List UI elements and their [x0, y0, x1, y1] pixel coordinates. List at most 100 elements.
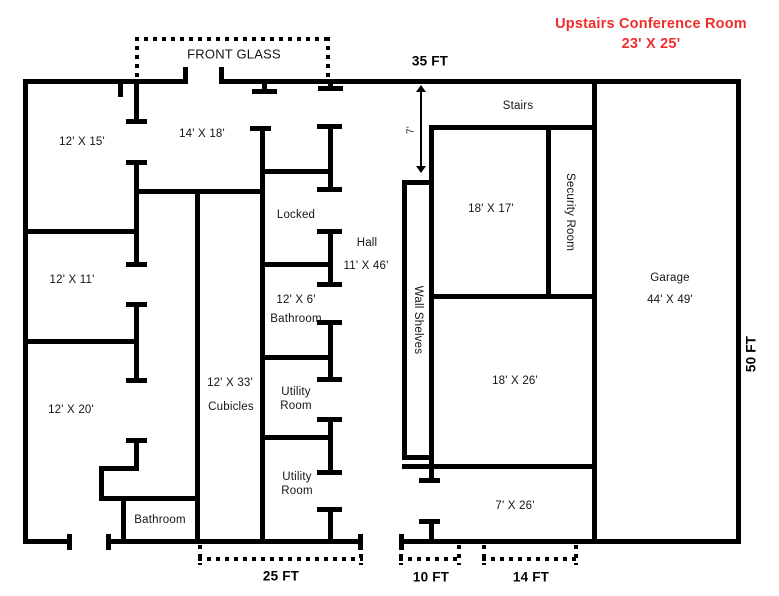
arrow-down-icon: [416, 166, 426, 173]
dimension-line-10ft: [399, 545, 403, 565]
wall-bottom-segment-2: [110, 539, 363, 544]
room-label-7x26: 7' X 26': [495, 500, 535, 512]
dimension-line-25ft: [198, 545, 202, 565]
wall-shelves-left: [402, 180, 407, 460]
door-jamb: [318, 86, 343, 91]
annotation-title: Upstairs Conference Room: [555, 16, 747, 32]
room-label-hall-size: 11' X 46': [343, 260, 389, 272]
dimension-line-10ft: [457, 545, 461, 565]
annotation-size: 23' X 25': [621, 36, 681, 52]
wall-partition: [260, 435, 332, 440]
room-label-locked: Locked: [276, 209, 316, 221]
wall-partition: [429, 522, 434, 542]
arrow-up-icon: [416, 85, 426, 92]
front-glass-dotted-line: [135, 37, 139, 83]
door-jamb: [317, 417, 342, 422]
room-label-utility1-2: Room: [280, 400, 312, 412]
front-glass-dotted-line: [135, 37, 330, 41]
wall-stub: [118, 84, 123, 97]
door-jamb: [219, 67, 224, 84]
door-jamb: [317, 124, 342, 129]
dimension-line-14ft: [574, 545, 578, 565]
wall-partition: [23, 339, 137, 344]
wall-partition: [99, 466, 139, 471]
room-label-garage-size: 44' X 49': [647, 294, 693, 306]
wall-shelves-top: [402, 180, 434, 185]
wall-stairs-bottom: [429, 125, 597, 130]
room-label-12x11: 12' X 11': [49, 274, 95, 286]
wall-cubicles-right: [260, 130, 265, 544]
wall-partition: [134, 305, 139, 382]
wall-top-left-segment: [23, 79, 185, 84]
room-label-utility2-2: Room: [281, 485, 313, 497]
wall-bottom-segment-1: [23, 539, 72, 544]
room-label-14x18: 14' X 18': [179, 128, 225, 140]
door-jamb: [67, 534, 72, 550]
front-glass-dotted-line: [326, 37, 330, 83]
room-label-garage: Garage: [650, 272, 690, 284]
door-jamb: [183, 67, 188, 84]
room-label-cubicles: Cubicles: [208, 401, 254, 413]
wall-partition: [260, 262, 332, 267]
room-label-security: Security Room: [564, 172, 576, 252]
room-label-utility2: Utility: [282, 471, 312, 483]
dimension-label-14ft: 14 FT: [512, 569, 550, 585]
door-jamb: [358, 534, 363, 550]
wall-security-left: [546, 125, 551, 299]
wall-partition: [134, 84, 139, 121]
door-jamb: [126, 262, 147, 267]
room-label-12x6-bathroom: Bathroom: [270, 313, 322, 325]
room-label-18x26: 18' X 26': [492, 375, 538, 387]
room-label-cubicles-size: 12' X 33': [207, 377, 253, 389]
room-label-12x15: 12' X 15': [59, 136, 105, 148]
door-jamb: [126, 160, 147, 165]
door-jamb: [252, 89, 277, 94]
door-jamb: [317, 187, 342, 192]
wall-partition: [429, 125, 434, 180]
wall-partition: [134, 441, 139, 468]
dimension-label-25ft: 25 FT: [262, 568, 300, 584]
door-jamb: [419, 519, 440, 524]
door-jamb: [317, 229, 342, 234]
door-jamb: [317, 320, 342, 325]
wall-partition: [23, 229, 137, 234]
room-label-wall-shelves: Wall Shelves: [412, 285, 424, 355]
room-label-hall: Hall: [356, 237, 378, 249]
door-jamb: [399, 534, 404, 550]
dimension-line-14ft: [482, 557, 578, 561]
dimension-label-7ft: 7': [405, 126, 417, 134]
wall-partition: [99, 466, 104, 500]
dimension-label-50ft: 50 FT: [743, 335, 759, 373]
room-label-12x6: 12' X 6': [276, 294, 316, 306]
door-jamb: [419, 478, 440, 483]
wall-hall-left: [328, 510, 333, 542]
door-jamb: [126, 302, 147, 307]
wall-bottom-segment-3: [399, 539, 741, 544]
front-glass-label: FRONT GLASS: [187, 46, 281, 62]
wall-hall-left: [328, 420, 333, 473]
wall-partition: [429, 294, 597, 299]
door-jamb: [106, 534, 111, 550]
wall-partition: [260, 169, 332, 174]
dimension-line-25ft: [359, 545, 363, 565]
door-jamb: [126, 119, 147, 124]
wall-top-right-segment: [222, 79, 741, 84]
door-jamb: [126, 378, 147, 383]
wall-shelves-bottom: [402, 455, 434, 460]
dimension-arrow-7ft: [420, 89, 422, 169]
door-jamb: [126, 438, 147, 443]
door-jamb: [317, 507, 342, 512]
wall-cubicles-left: [195, 189, 200, 544]
wall-partition: [429, 460, 434, 482]
door-jamb: [317, 282, 342, 287]
room-label-stairs: Stairs: [502, 100, 534, 112]
dimension-line-14ft: [482, 545, 486, 565]
dimension-label-35ft: 35 FT: [411, 53, 449, 69]
wall-partition: [402, 464, 597, 469]
room-label-12x20: 12' X 20': [48, 404, 94, 416]
wall-shelves-right: [429, 180, 434, 460]
wall-partition: [134, 163, 139, 266]
room-label-utility1: Utility: [281, 386, 311, 398]
wall-right: [736, 79, 741, 544]
